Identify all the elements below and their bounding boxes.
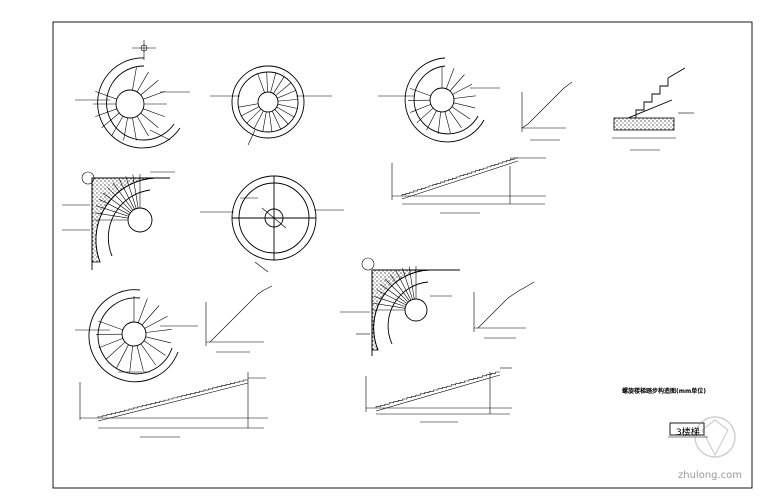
stair-run-long-3 bbox=[366, 368, 512, 422]
spiral-plan-2 bbox=[210, 66, 332, 145]
spiral-plan-5 bbox=[75, 290, 198, 382]
sheet-number: 3楼梯 bbox=[676, 425, 700, 438]
spiral-plan-4 bbox=[200, 176, 344, 272]
stair-section-small-3 bbox=[474, 282, 534, 338]
spiral-in-shaft-1 bbox=[62, 172, 175, 270]
stair-block-section bbox=[612, 68, 694, 150]
stair-run-long-1 bbox=[392, 158, 546, 213]
stair-run-long-2 bbox=[80, 372, 268, 437]
spiral-plan-1 bbox=[75, 40, 190, 148]
stair-section-small-1 bbox=[522, 82, 572, 140]
watermark-text: zhulong.com bbox=[678, 470, 742, 481]
spiral-in-shaft-2 bbox=[340, 258, 460, 356]
spiral-plan-3 bbox=[378, 58, 500, 142]
stair-section-small-2 bbox=[206, 286, 272, 352]
drawing-note: 螺旋楼梯踏步构造图(mm单位) bbox=[622, 386, 706, 395]
